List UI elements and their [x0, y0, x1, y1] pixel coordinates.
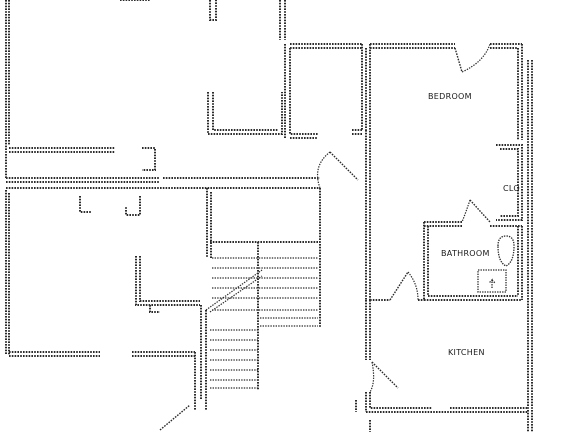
west-wing-walls: [5, 0, 320, 357]
stair-walls: [194, 188, 321, 410]
staircase: [205, 257, 318, 389]
bathroom-fixtures: [477, 235, 515, 293]
bathroom-label: BATHROOM: [441, 249, 490, 258]
north-rooms-walls: [120, 0, 362, 139]
closet-label: CLO: [503, 184, 520, 193]
bedroom-label: BEDROOM: [428, 92, 472, 101]
toilet-icon: [497, 235, 515, 267]
kitchen-label: KITCHEN: [448, 348, 485, 357]
sink-icon: [477, 269, 507, 293]
east-wing-walls: [352, 43, 533, 432]
doors: [159, 43, 491, 431]
